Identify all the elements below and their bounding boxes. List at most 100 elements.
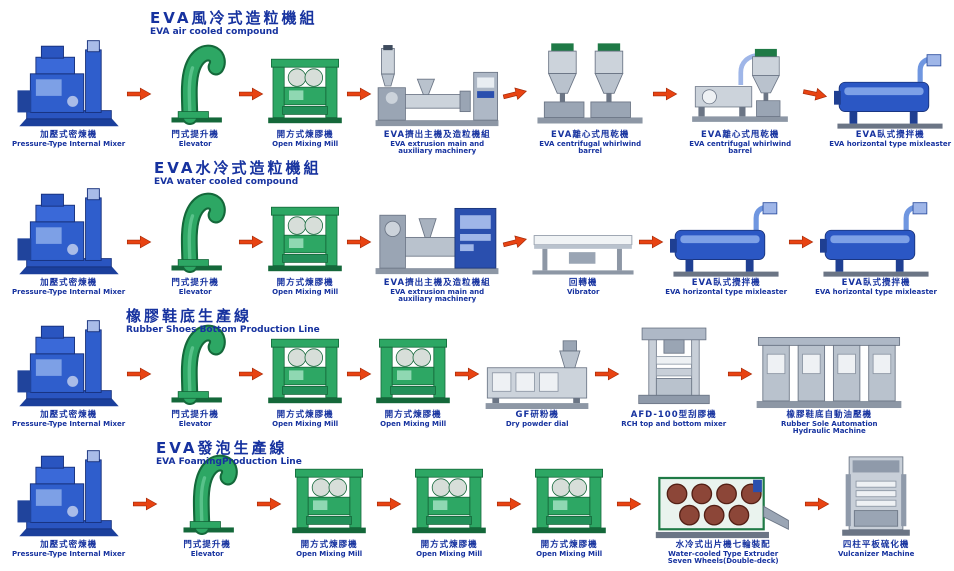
flow-arrow-icon bbox=[238, 86, 264, 102]
row-title-en: EVA FoamingProduction Line bbox=[156, 457, 302, 468]
machine-name-en: Dry powder dial bbox=[505, 419, 569, 428]
machine-name-en: RCH top and bottom mixer bbox=[621, 419, 727, 428]
centrifugal-barrel-icon bbox=[534, 37, 646, 129]
machine-name-zh: 門式提升機 bbox=[171, 410, 219, 420]
flow-arrow-icon bbox=[126, 366, 152, 382]
flow-arrow-icon bbox=[804, 496, 830, 512]
internal-mixer-icon bbox=[13, 317, 125, 409]
machine-name-zh: 開方式煉膠機 bbox=[540, 540, 598, 550]
row-title: EVA發泡生產線 EVA FoamingProduction Line bbox=[156, 439, 302, 468]
seven-wheel-extruder-icon bbox=[649, 455, 797, 539]
machine-name-en: EVA horizontal type mixleaster bbox=[829, 139, 952, 148]
flow-arrow-icon bbox=[256, 496, 282, 512]
elevator-icon bbox=[153, 185, 237, 277]
machine-name-zh: AFD-100型刮膠機 bbox=[630, 410, 717, 420]
machine-name-en: EVA horizontal type mixleaster bbox=[815, 287, 937, 296]
machine-name-zh: EVA臥式攪拌機 bbox=[855, 130, 925, 140]
flow-arrow-icon bbox=[496, 496, 522, 512]
horizontal-mixer-icon bbox=[670, 199, 782, 277]
machine-name-zh: EVA離心式甩乾機 bbox=[550, 130, 630, 140]
machine-name-en: Open Mixing Mill bbox=[296, 549, 363, 558]
flow-arrow-icon bbox=[501, 231, 530, 253]
production-line-row-water-cooled: EVA水冷式造粒機組 EVA water cooled compound 加壓式… bbox=[0, 159, 954, 306]
internal-mixer-icon bbox=[13, 185, 125, 277]
flow-arrow-icon bbox=[126, 234, 152, 250]
machine-name-en: Vulcanizer Machine bbox=[837, 549, 915, 558]
machine-name-zh: EVA臥式攪拌機 bbox=[841, 278, 911, 288]
flow-arrow-icon bbox=[727, 366, 753, 382]
machine-name-en: EVA centrifugal whirlwind barrel bbox=[689, 139, 792, 156]
flow-arrow-icon bbox=[346, 366, 372, 382]
flow-arrow-icon bbox=[594, 366, 620, 382]
machine-name-en: EVA centrifugal whirlwind barrel bbox=[539, 139, 642, 156]
machine-name-zh: 回轉機 bbox=[568, 278, 598, 288]
flow-arrow-icon bbox=[616, 496, 642, 512]
production-line-row-air-cooled: EVA風冷式造粒機組 EVA air cooled compound 加壓式密煉… bbox=[0, 9, 954, 158]
internal-mixer-icon bbox=[13, 447, 125, 539]
machine-name-en: Open Mixing Mill bbox=[272, 419, 339, 428]
machine-name-zh: EVA擠出主機及造粒機組 bbox=[383, 278, 491, 288]
dry-powder-icon bbox=[481, 329, 593, 409]
flow-arrow-icon bbox=[788, 234, 814, 250]
open-mixing-mill-icon bbox=[409, 453, 489, 539]
open-mixing-mill-icon bbox=[529, 453, 609, 539]
row-title-zh: 橡膠鞋底生產線 bbox=[126, 307, 253, 325]
open-mixing-mill-icon bbox=[373, 323, 453, 409]
vibrator-icon bbox=[529, 219, 637, 277]
machine-name-en: Elevator bbox=[178, 139, 212, 148]
hydraulic-press-line-icon bbox=[754, 325, 904, 409]
machine-name-zh: 開方式煉膠機 bbox=[420, 540, 478, 550]
machine-name-en: Vibrator bbox=[566, 287, 600, 296]
flow-arrow-icon bbox=[238, 366, 264, 382]
machine-name-en: Open Mixing Mill bbox=[536, 549, 603, 558]
machine-name-zh: EVA離心式甩乾機 bbox=[700, 130, 780, 140]
machine-name-en: Open Mixing Mill bbox=[272, 139, 339, 148]
press-icon bbox=[632, 321, 716, 409]
flow-arrow-icon bbox=[238, 234, 264, 250]
open-mixing-mill-icon bbox=[265, 191, 345, 277]
machine-name-en: EVA extrusion main and auxiliary machine… bbox=[390, 287, 485, 304]
row-title-en: EVA water cooled compound bbox=[154, 177, 299, 188]
machine-name-zh: 加壓式密煉機 bbox=[40, 540, 98, 550]
machine-name-en: EVA horizontal type mixleaster bbox=[665, 287, 788, 296]
flow-arrow-icon bbox=[638, 234, 664, 250]
row-title: EVA風冷式造粒機組 EVA air cooled compound bbox=[150, 9, 317, 38]
row-title: 橡膠鞋底生產線 Rubber Shoes Bottom Production L… bbox=[126, 307, 320, 336]
machine-name-zh: 門式提升機 bbox=[171, 130, 219, 140]
flow-arrow-icon bbox=[132, 496, 158, 512]
machine-name-en: Pressure-Type Internal Mixer bbox=[12, 419, 126, 428]
machine-name-zh: 開方式煉膠機 bbox=[276, 130, 334, 140]
machine-name-en: Open Mixing Mill bbox=[272, 287, 339, 296]
